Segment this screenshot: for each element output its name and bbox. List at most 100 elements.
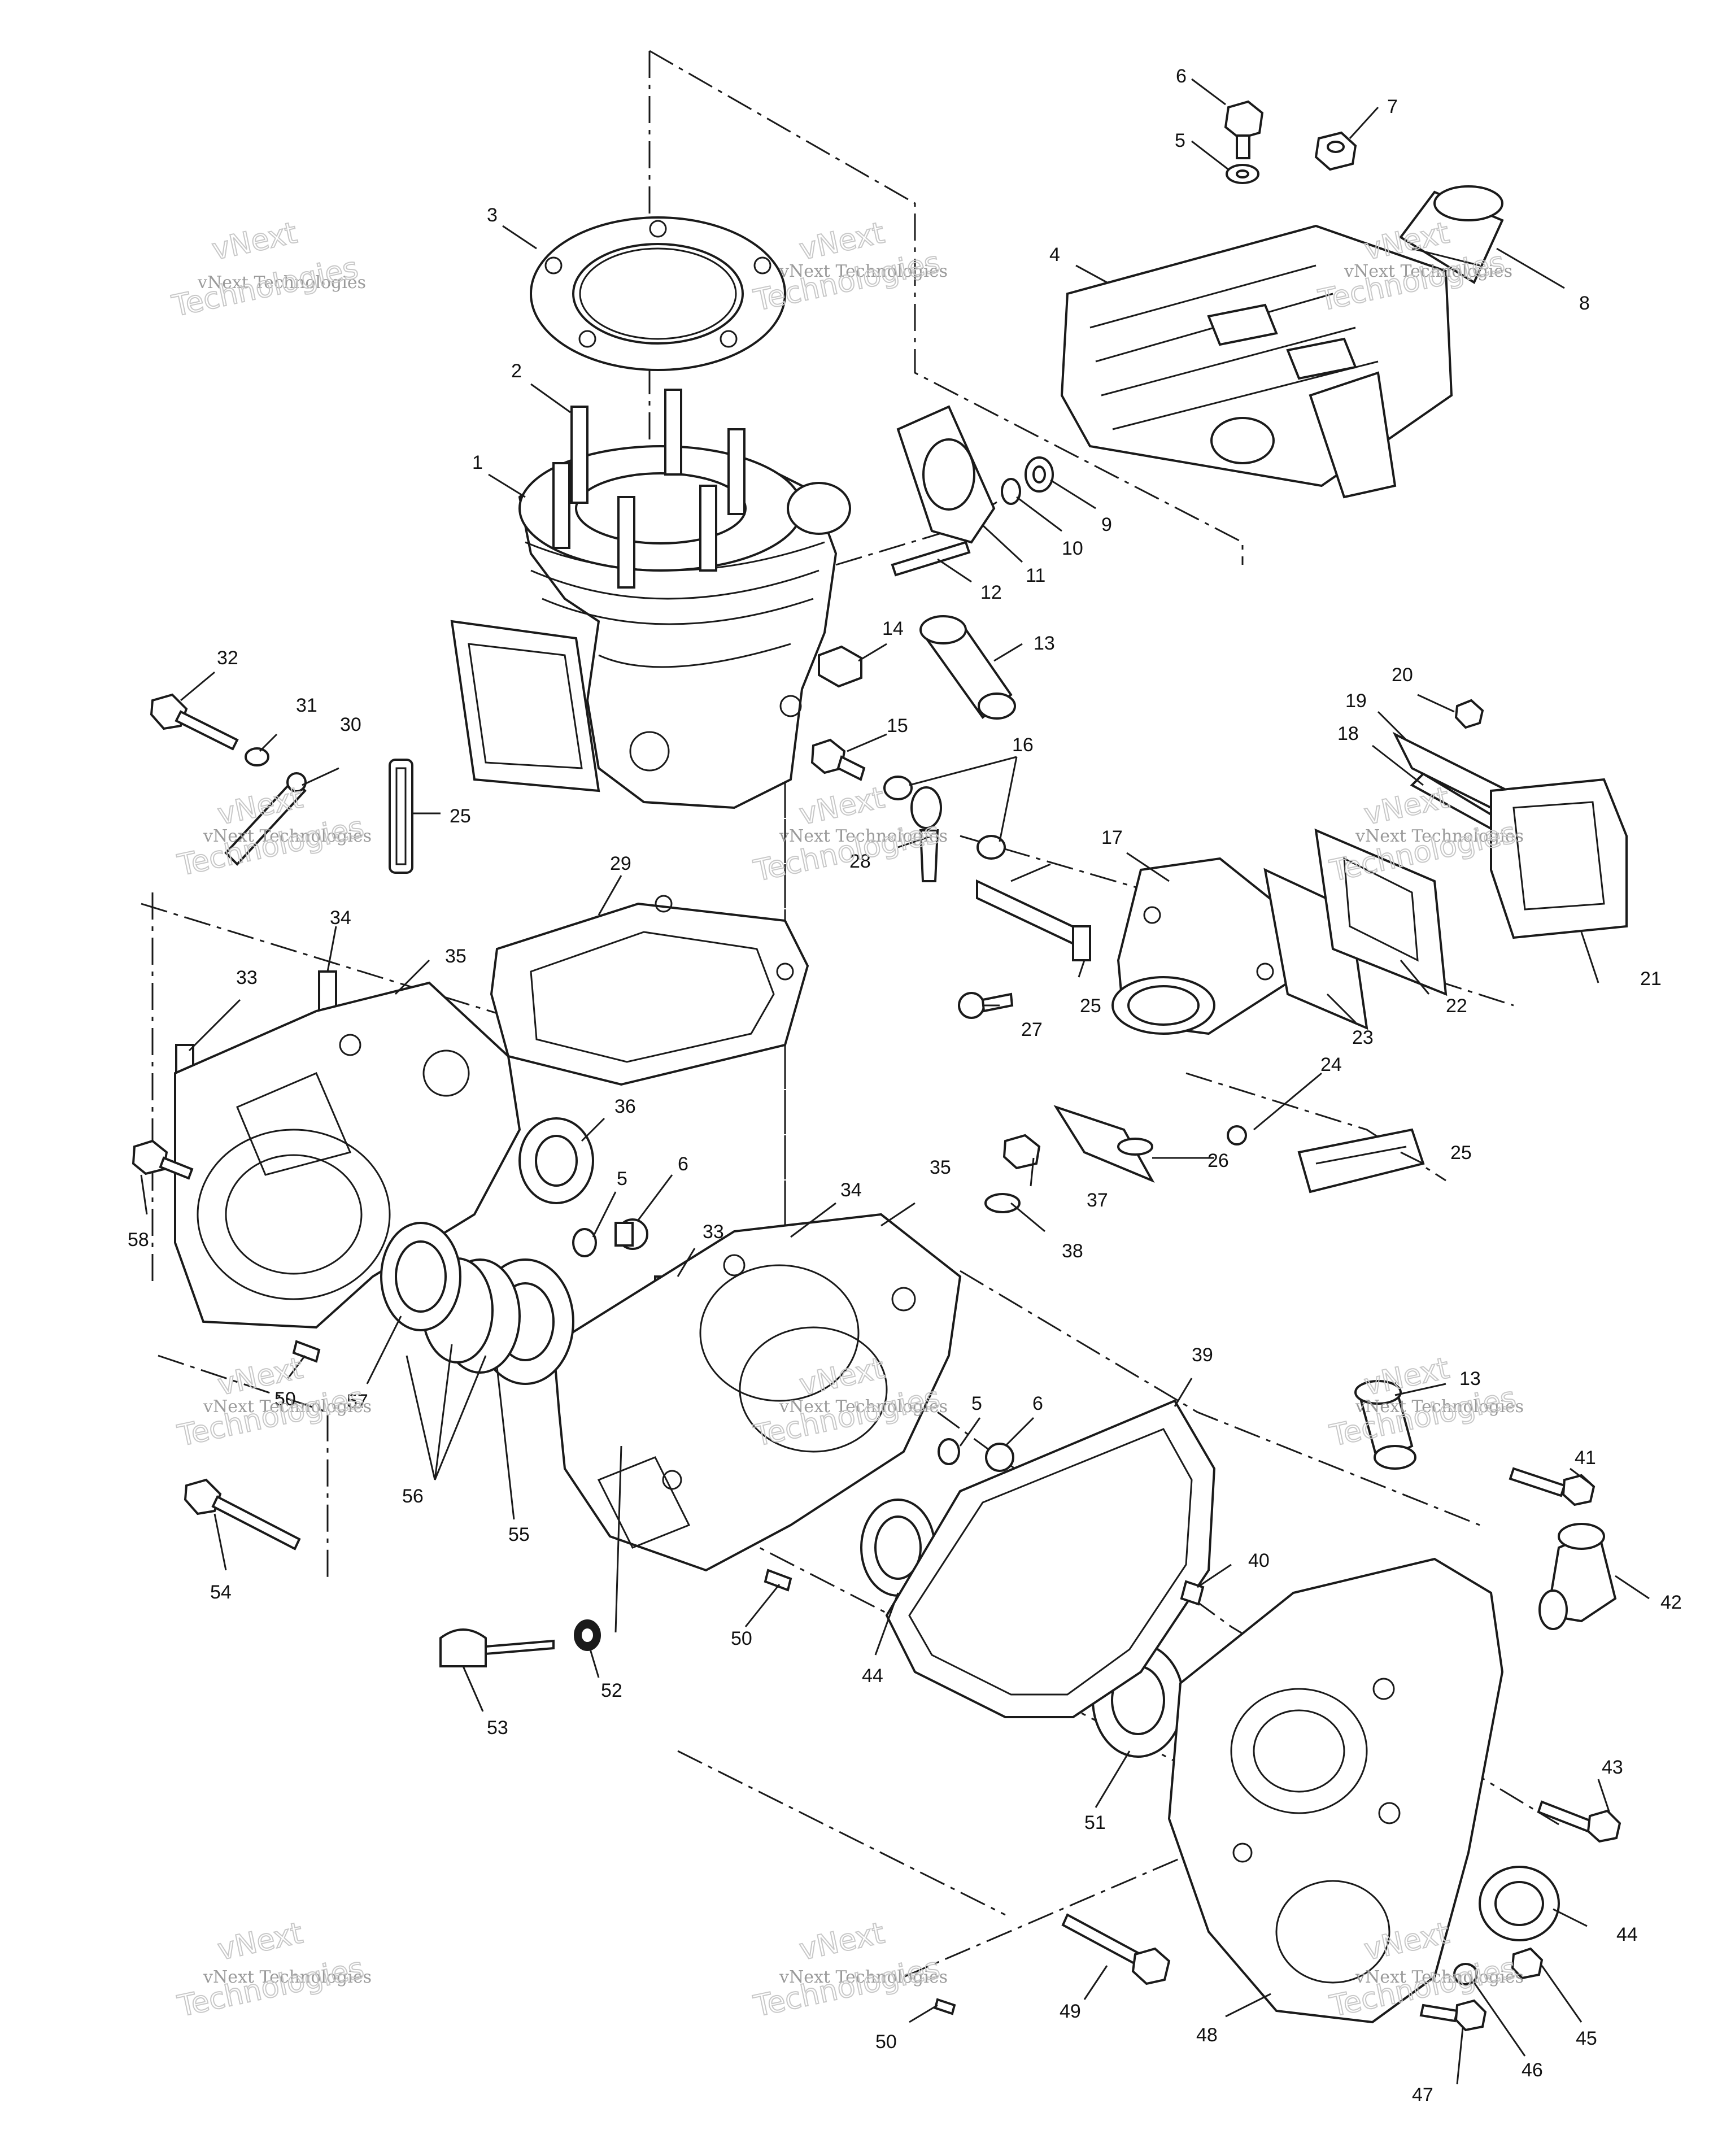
callout-50-left: 50 (274, 1388, 296, 1410)
dowel-pin-bottom[interactable] (934, 1998, 956, 2015)
callout-48: 48 (1196, 2024, 1218, 2046)
crankcase-left-half[interactable] (174, 981, 521, 1329)
watermark-text: vNext Technologies (203, 1967, 372, 1987)
crankcase-right-half[interactable] (552, 1213, 962, 1572)
intake-manifold[interactable] (1111, 857, 1289, 1035)
callout-49: 49 (1060, 2001, 1081, 2022)
manifold-bolt[interactable] (958, 992, 1014, 1019)
cover-washer[interactable] (1453, 1963, 1478, 1985)
drain-plug[interactable] (1002, 1134, 1041, 1170)
water-inlet-elbow[interactable] (1354, 1380, 1416, 1470)
o-ring[interactable] (574, 1619, 601, 1651)
callout-32: 32 (217, 647, 238, 669)
oil-plug[interactable] (439, 1628, 555, 1667)
watermark-text: vNext Technologies (1355, 826, 1524, 846)
cylinder[interactable] (450, 445, 851, 809)
hose-clamp-upper[interactable] (976, 879, 1091, 961)
watermark-brand: vNext (1361, 781, 1452, 831)
callout-25-right: 25 (1450, 1142, 1472, 1164)
callout-24: 24 (1320, 1054, 1342, 1075)
sealing-washer-lower[interactable] (977, 835, 1006, 860)
cover-bolt-top[interactable] (1509, 1467, 1595, 1506)
callout-30: 30 (340, 714, 361, 735)
callout-39: 39 (1192, 1344, 1213, 1366)
crank-seal-left[interactable] (380, 1222, 461, 1331)
callout-35-right: 35 (930, 1157, 951, 1178)
callout-17: 17 (1101, 827, 1123, 848)
crankcase-cover[interactable] (1167, 1557, 1504, 2024)
callout-33-right: 33 (703, 1221, 724, 1243)
callout-22: 22 (1446, 995, 1467, 1017)
base-gasket[interactable] (490, 895, 809, 1086)
head-nut[interactable] (1314, 131, 1357, 171)
crankcase-plug-lower[interactable] (985, 1443, 1014, 1472)
reed-valve-gasket[interactable] (1490, 778, 1628, 939)
dowel-pin-left[interactable] (292, 1340, 321, 1363)
flange-nut[interactable] (818, 645, 862, 688)
callout-15: 15 (887, 715, 908, 737)
callout-46: 46 (1522, 2059, 1543, 2081)
callout-3: 3 (487, 204, 498, 226)
watermark-text: vNext Technologies (1344, 262, 1512, 281)
callout-44-mid: 44 (862, 1665, 883, 1687)
banjo-bolt[interactable] (810, 738, 866, 781)
reed-cage[interactable] (1314, 828, 1448, 996)
callout-27: 27 (1021, 1019, 1043, 1040)
crank-bearing-upper[interactable] (518, 1117, 594, 1204)
callout-37: 37 (1087, 1190, 1108, 1211)
intake-clamp[interactable] (1053, 1105, 1155, 1183)
water-outlet-elbow[interactable] (1538, 1523, 1617, 1630)
cover-bolt-bottom[interactable] (1419, 1999, 1487, 2032)
callout-38: 38 (1062, 1240, 1083, 1262)
callout-6-mid: 6 (678, 1153, 688, 1175)
exhaust-gasket[interactable] (896, 405, 996, 544)
callout-35-left: 35 (445, 946, 467, 967)
hose-clamp-lower[interactable] (1297, 1128, 1425, 1194)
outlet-hose[interactable] (1399, 185, 1504, 284)
cover-bolt-right[interactable] (1537, 1800, 1621, 1843)
watermark-text: vNext Technologies (779, 1397, 948, 1417)
long-crankcase-bolt[interactable] (184, 1478, 301, 1550)
head-gasket[interactable] (530, 216, 786, 371)
head-washer[interactable] (1226, 164, 1259, 184)
cylinder-head[interactable] (1060, 224, 1453, 499)
bracket-left[interactable] (224, 772, 307, 866)
reed-screw[interactable] (1454, 699, 1484, 729)
callout-33-left: 33 (236, 967, 258, 988)
exhaust-nut[interactable] (1025, 456, 1054, 493)
callout-25-left: 25 (450, 805, 471, 827)
crankcase-plug-mid[interactable] (614, 1218, 648, 1250)
banjo-fitting[interactable] (910, 786, 942, 882)
watermark-text: vNext Technologies (779, 262, 948, 281)
cover-seal[interactable] (1479, 1866, 1560, 1941)
cylinder-studs[interactable] (552, 389, 746, 589)
callout-10: 10 (1062, 538, 1083, 559)
sealing-washer-upper[interactable] (883, 776, 913, 800)
callout-20: 20 (1392, 664, 1413, 686)
crankcase-cover-gasket[interactable] (885, 1399, 1216, 1718)
head-bolt[interactable] (1224, 100, 1264, 159)
dowel-pin-center[interactable] (764, 1569, 792, 1592)
cover-bolt-small[interactable] (1511, 1947, 1544, 1980)
callout-13-lower: 13 (1459, 1368, 1481, 1390)
hose-clamp-left[interactable] (389, 759, 413, 874)
clamp-screw[interactable] (1227, 1125, 1247, 1145)
crankcase-bolt-left[interactable] (150, 693, 239, 751)
callout-34-right: 34 (840, 1179, 862, 1201)
cover-bolt-long[interactable] (1061, 1913, 1171, 1985)
crankcase-washer-mid[interactable] (572, 1228, 597, 1257)
callout-16: 16 (1012, 734, 1034, 756)
washer-left[interactable] (245, 747, 269, 766)
drain-washer[interactable] (984, 1193, 1021, 1213)
callout-9: 9 (1101, 514, 1112, 535)
callout-4: 4 (1049, 244, 1060, 265)
exhaust-stud[interactable] (891, 541, 971, 577)
callout-34-left: 34 (330, 907, 351, 929)
side-bolt[interactable] (132, 1139, 194, 1180)
exhaust-washer[interactable] (1001, 478, 1021, 505)
water-elbow[interactable] (919, 615, 1016, 720)
crankcase-washer-lower[interactable] (938, 1438, 960, 1465)
watermark-brand: vNext (215, 1916, 306, 1967)
watermark-bottom-left: vNext vNext Technologies Technologies (174, 1915, 372, 2024)
watermark-brand: vNext (796, 1916, 887, 1967)
